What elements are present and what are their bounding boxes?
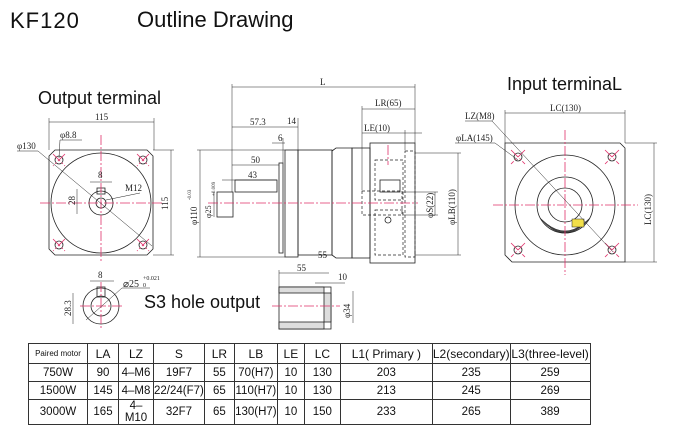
header-s: S [153,343,205,364]
output-depth-label: 28 [67,196,77,206]
dim-110-tol: -0.03 [188,189,193,200]
s3-bore-view: 8 ⌀25 +0.021 0 28.3 [63,270,160,330]
cell: 65 [203,399,235,425]
s3-tol-up: +0.021 [143,276,160,282]
cell: 235 [431,363,511,382]
s3-length-label: 55 [297,263,307,273]
cell: 233 [339,399,433,425]
dim-LB-label: φLB(110) [447,189,457,225]
dim-LE-label: LE(10) [364,123,390,133]
output-key-label: 8 [98,170,103,180]
header-le: LE [276,343,305,364]
cell: 22/24(F7) [153,381,205,400]
page-title: Outline Drawing [137,7,294,32]
s3-section-view: 55 10 φ34 [272,263,354,330]
header-l3: L3(three-level) [509,343,591,364]
cell: 259 [509,363,591,382]
cell: 245 [431,381,511,400]
s3-tol-lo: 0 [143,283,146,289]
cell: 65 [203,381,235,400]
cell: 32F7 [153,399,205,425]
s3-hole-output-label: S3 hole output [144,292,261,312]
cell: 389 [509,399,591,425]
header-lb: LB [233,343,278,364]
cell: 4–M6 [118,363,154,382]
output-width-label: 115 [95,112,109,122]
model-name: KF120 [10,8,80,33]
s3-key-label: 8 [98,270,103,280]
output-bolt-label: φ8.8 [60,130,77,140]
cell: 150 [303,399,341,425]
output-thread-label: M12 [125,183,142,193]
cell: 3000W [28,399,88,425]
cell: 4–M8 [118,381,154,400]
header-lz: LZ [118,343,154,364]
input-LC-top-label: LC(130) [550,103,581,113]
cell: 130 [303,363,341,382]
cell: 110(H7) [233,381,278,400]
s3-dia-label: φ34 [342,303,352,318]
input-LZ-label: LZ(M8) [465,111,495,121]
dim-S-label: φS(22) [425,193,435,218]
header-paired-motor: Paired motor [28,343,88,364]
header-l2: L2(secondary) [431,343,511,364]
cell: 90 [87,363,119,382]
header-l1: L1( Primary ) [339,343,433,364]
cell: 19F7 [153,363,205,382]
cell: 145 [87,381,119,400]
cell: 10 [276,399,305,425]
dim-43-label: 43 [248,170,258,180]
input-terminal-view: LC(130) LC(130) LZ(M8) φLA(145) [455,103,657,275]
dim-6-label: 6 [278,133,283,143]
header-lc: LC [303,343,341,364]
cell: 55 [203,363,235,382]
dim-25-tol: +0.009 [212,181,217,196]
dim-L-label: L [320,77,326,87]
cell: 269 [509,381,591,400]
s3-depth-label: 28.3 [63,300,73,316]
technical-drawing: 115 φ8.8 φ130 M12 8 28 115 8 ⌀25 +0.021 … [17,77,657,330]
cell: 1500W [28,381,88,400]
cell: 4–M10 [118,399,154,425]
cell: 203 [339,363,433,382]
cell: 130 [303,381,341,400]
output-height-label: 115 [160,196,170,210]
header-la: LA [87,343,119,364]
header-lr: LR [203,343,235,364]
output-terminal-label: Output terminal [38,88,162,108]
input-terminal-label: Input terminaL [507,74,623,94]
cell: 130(H7) [233,399,278,425]
s3-bore-label: ⌀25 [123,279,139,290]
input-LA-label: φLA(145) [456,133,493,143]
side-view: L LR(65) LE(10) 57.3 14 6 50 43 φ110 -0.… [188,77,461,264]
cell: 750W [28,363,88,382]
dim-55: 55 [318,250,327,260]
output-terminal-view: 115 φ8.8 φ130 M12 8 28 115 [17,112,174,262]
cell: 213 [339,381,433,400]
table-header-row: Paired motor LA LZ S LR LB LE LC L1( Pri… [28,343,673,364]
spec-table: Paired motor LA LZ S LR LB LE LC L1( Pri… [28,343,673,425]
dim-LR-label: LR(65) [375,98,402,108]
output-pcd-label: φ130 [17,141,36,151]
cell: 10 [276,381,305,400]
dim-50-label: 50 [251,155,261,165]
dim-25-label: φ25 [204,205,213,218]
dim-57-3-label: 57.3 [250,117,266,127]
cell: 70(H7) [233,363,278,382]
input-LC-side-label: LC(130) [643,194,653,225]
cell: 165 [87,399,119,425]
dim-110-label: φ110 [189,206,199,225]
s3-step-label: 10 [338,272,348,282]
cell: 10 [276,363,305,382]
cell: 265 [431,399,511,425]
dim-14-label: 14 [287,116,297,126]
